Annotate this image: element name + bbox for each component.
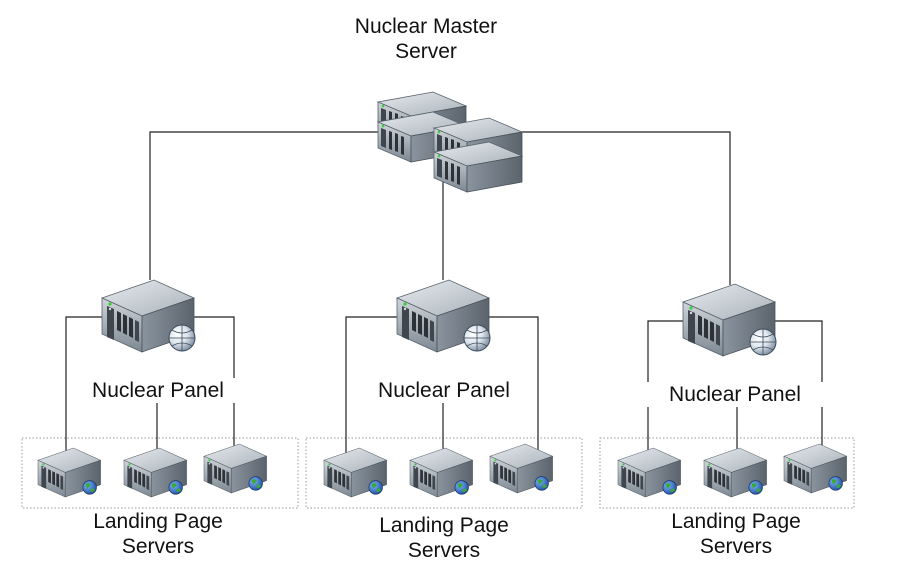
landing-server-icon bbox=[323, 447, 387, 498]
panel-connectors bbox=[65, 316, 823, 455]
landing-label-3-line2: Servers bbox=[699, 535, 773, 558]
landing-servers bbox=[37, 443, 847, 498]
master-label: Nuclear Master Server bbox=[326, 14, 526, 64]
landing-server-icon bbox=[617, 447, 681, 498]
landing-group-box-2 bbox=[305, 437, 583, 509]
master-server-icon bbox=[377, 91, 523, 193]
landing-group-box-3 bbox=[599, 437, 855, 509]
landing-label-2: Landing Page Servers bbox=[344, 513, 544, 563]
master-label-line2: Server bbox=[395, 40, 457, 63]
master-label-line1: Nuclear Master bbox=[354, 15, 498, 38]
landing-label-1-line1: Landing Page bbox=[93, 510, 223, 533]
landing-label-3-line1: Landing Page bbox=[671, 510, 801, 533]
panel-server-icon-2 bbox=[396, 279, 491, 353]
panel-server-icon-3 bbox=[682, 283, 777, 357]
landing-label-2-line1: Landing Page bbox=[379, 514, 509, 537]
landing-label-2-line2: Servers bbox=[407, 539, 481, 562]
landing-server-icon bbox=[123, 447, 187, 498]
landing-label-1: Landing Page Servers bbox=[58, 509, 258, 559]
landing-label-3: Landing Page Servers bbox=[636, 509, 836, 559]
panel-label-1: Nuclear Panel bbox=[68, 378, 248, 403]
landing-server-icon bbox=[203, 443, 267, 494]
landing-label-1-line2: Servers bbox=[121, 535, 195, 558]
landing-server-icon bbox=[703, 447, 767, 498]
panel-label-3: Nuclear Panel bbox=[645, 382, 825, 407]
panel-label-2: Nuclear Panel bbox=[354, 378, 534, 403]
landing-group-box-1 bbox=[21, 437, 299, 509]
landing-server-icon bbox=[783, 443, 847, 494]
landing-server-icon bbox=[409, 447, 473, 498]
landing-server-icon bbox=[37, 447, 101, 498]
panel-server-icon-1 bbox=[101, 279, 196, 353]
landing-server-icon bbox=[489, 443, 553, 494]
